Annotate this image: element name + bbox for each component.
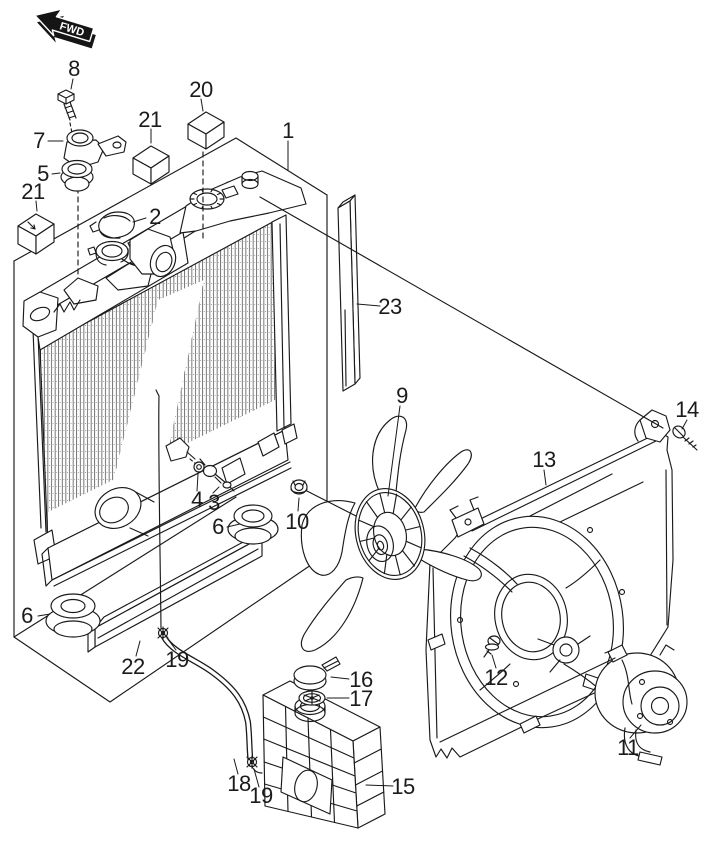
part-10-fan-nut	[290, 479, 357, 517]
part-21-cushion-mid	[132, 145, 170, 185]
part-4-o-ring	[193, 461, 205, 473]
callout-11: 11	[617, 735, 639, 760]
part-19-clamp-lower	[246, 755, 258, 769]
part-15-reserve-tank	[262, 680, 386, 829]
part-2-radiator-cap	[89, 211, 135, 239]
callout-5: 5	[37, 161, 49, 186]
part-6-mount-grommet-left	[45, 593, 101, 638]
callout-20: 20	[189, 77, 213, 102]
part-18-overflow-hose	[155, 389, 263, 774]
callout-19-lower: 19	[249, 783, 273, 808]
part-1-radiator	[22, 151, 307, 587]
callout-12: 12	[484, 665, 508, 690]
part-9-cooling-fan	[300, 415, 482, 652]
part-14-screw	[672, 425, 698, 451]
callout-1: 1	[282, 118, 294, 143]
callout-8: 8	[68, 56, 80, 81]
callout-9: 9	[396, 383, 408, 408]
callout-10: 10	[285, 509, 309, 534]
part-8-bolt	[57, 89, 77, 134]
callout-13: 13	[532, 447, 556, 472]
callout-4: 4	[191, 487, 203, 512]
callout-6-mid: 6	[212, 514, 224, 539]
part-12-screw	[483, 635, 501, 658]
fwd-direction-arrow: FWD	[34, 8, 96, 49]
callout-21-mid: 21	[138, 107, 162, 132]
callout-7: 7	[33, 128, 45, 153]
part-6-mount-grommet-mid	[227, 504, 279, 545]
part-17-tank-valve	[298, 690, 326, 706]
part-23-seal-strip	[337, 194, 361, 392]
callout-15: 15	[391, 774, 415, 799]
callout-22: 22	[121, 654, 145, 679]
callout-17: 17	[349, 686, 373, 711]
part-22-seal-bar	[87, 526, 272, 653]
callout-19-upper: 19	[165, 647, 189, 672]
part-11-fan-motor	[582, 644, 688, 766]
part-21-cushion-left	[17, 213, 55, 255]
callout-3: 3	[208, 490, 220, 515]
callout-21-left: 21	[21, 179, 45, 204]
part-16-tank-cap	[293, 656, 341, 691]
callout-14: 14	[675, 397, 699, 422]
leader-lines	[35, 78, 688, 788]
part-19-clamp-upper	[157, 626, 169, 640]
callout-6-left: 6	[21, 603, 33, 628]
part-5-grommet	[60, 159, 94, 192]
callout-23: 23	[378, 294, 402, 319]
callout-18: 18	[227, 771, 251, 796]
part-3-drain-plug	[199, 458, 235, 492]
callout-2: 2	[149, 204, 161, 229]
reference-lines	[259, 196, 664, 743]
callout-16: 16	[349, 667, 373, 692]
part-20-cushion	[187, 111, 225, 150]
